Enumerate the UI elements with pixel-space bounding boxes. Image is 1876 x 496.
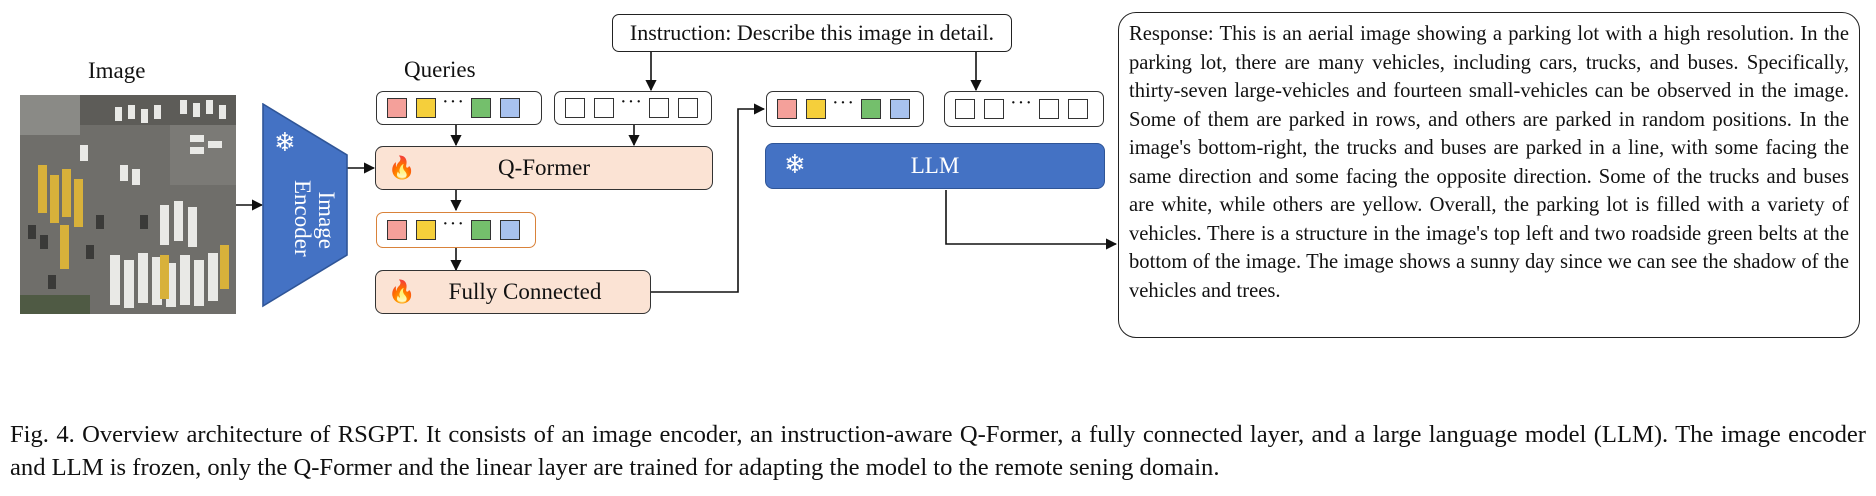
query-tokens: ···	[376, 91, 542, 125]
token-empty	[1067, 99, 1088, 119]
fully-connected-label: Fully Connected	[448, 279, 602, 304]
ellipsis: ···	[1010, 92, 1033, 114]
response-box: Response: This is an aerial image showin…	[1118, 12, 1860, 338]
token-yellow	[806, 99, 826, 119]
llm-query-tokens: ···	[766, 91, 924, 127]
token-empty	[677, 98, 698, 118]
image-encoder-label: Image Encoder	[282, 180, 362, 257]
q-former-block: 🔥 Q-Former	[375, 146, 713, 190]
q-former-label: Q-Former	[498, 155, 590, 180]
instruction-text: Instruction: Describe this image in deta…	[629, 20, 995, 45]
token-red	[777, 99, 797, 119]
figure-caption: Fig. 4. Overview architecture of RSGPT. …	[10, 421, 1866, 481]
token-red	[387, 98, 407, 118]
token-blue	[889, 99, 910, 119]
token-empty	[565, 98, 585, 118]
token-red	[387, 220, 407, 240]
flame-icon: 🔥	[388, 279, 416, 304]
aerial-parking-lot-image	[20, 95, 236, 314]
token-blue	[499, 98, 520, 118]
image-encoder-block	[262, 103, 348, 308]
llm-instruction-tokens: ···	[944, 91, 1104, 127]
llm-block: ❄ LLM	[765, 143, 1105, 189]
token-yellow	[416, 220, 436, 240]
token-blue	[499, 220, 520, 240]
token-yellow	[416, 98, 436, 118]
instruction-box: Instruction: Describe this image in deta…	[612, 14, 1012, 52]
qformer-output-tokens: ···	[376, 212, 536, 248]
token-empty	[984, 99, 1004, 119]
response-text: Response: This is an aerial image showin…	[1129, 23, 1849, 302]
snowflake-icon: ❄	[784, 150, 806, 179]
fully-connected-block: 🔥 Fully Connected	[375, 270, 651, 314]
token-empty	[594, 98, 614, 118]
token-empty	[955, 99, 975, 119]
ellipsis: ···	[442, 213, 465, 235]
ellipsis: ···	[620, 91, 643, 113]
token-empty	[648, 98, 669, 118]
queries-label: Queries	[404, 57, 476, 82]
snowflake-icon: ❄	[274, 128, 296, 157]
token-green	[860, 99, 881, 119]
llm-label: LLM	[910, 153, 960, 178]
token-empty	[1038, 99, 1059, 119]
token-green	[470, 220, 491, 240]
token-green	[470, 98, 491, 118]
ellipsis: ···	[832, 92, 855, 114]
ellipsis: ···	[442, 91, 465, 113]
image-label: Image	[88, 58, 146, 83]
flame-icon: 🔥	[388, 155, 416, 180]
encoder-text: Image Encoder	[290, 180, 339, 257]
instruction-tokens: ···	[554, 91, 712, 125]
